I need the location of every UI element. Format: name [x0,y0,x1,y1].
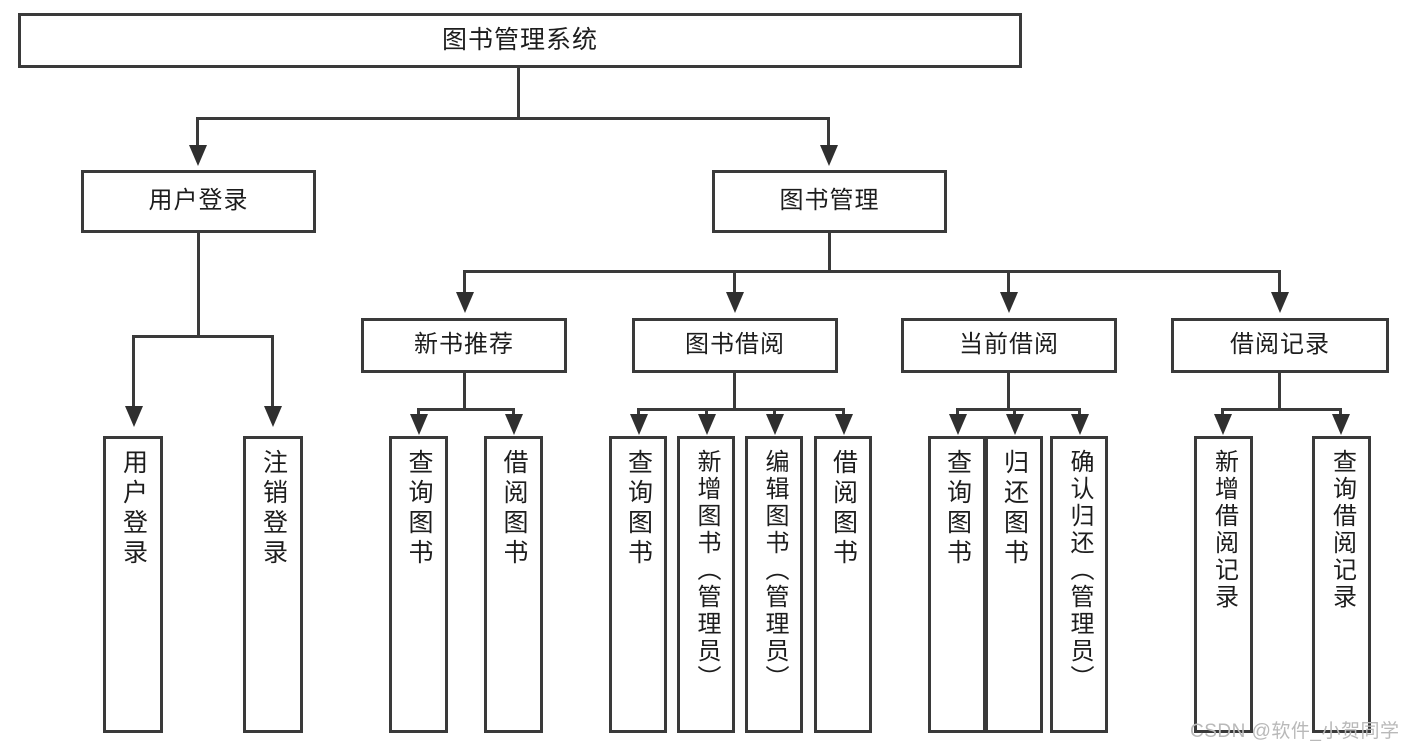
node-current-borrow[interactable]: 当前借阅 [901,318,1117,373]
node-label: 归还图书 [1000,449,1029,569]
node-label: 用户登录 [119,449,148,569]
arrow-to-book-borrow [726,292,744,313]
node-label: 查询图书 [405,449,433,569]
node-leaf-add-book[interactable]: 新增图书（管理员） [677,436,735,733]
arrow-to-borrow-record [1271,292,1289,313]
connector-current-borrow-drop-3 [1078,408,1081,418]
arrow-to-leaf-return-book [1006,414,1024,435]
connector-user-login-stem [197,233,200,335]
arrow-to-leaf-query-record [1332,414,1350,435]
connector-user-login-drop-2 [271,335,274,408]
node-label: 新增图书（管理员） [693,449,720,692]
connector-book-borrow-bus [637,408,845,411]
connector-book-borrow-drop-1 [637,408,640,418]
arrow-to-leaf-query-book-1 [410,414,428,435]
node-leaf-query-record[interactable]: 查询借阅记录 [1312,436,1371,733]
connector-borrow-record-drop-1 [1221,408,1224,418]
node-label: 借阅图书 [500,449,528,569]
connector-book-borrow-stem [733,373,736,408]
connector-borrow-record-bus [1221,408,1342,411]
connector-level3-drop-1 [463,270,466,294]
node-borrow-record[interactable]: 借阅记录 [1171,318,1389,373]
node-label: 注销登录 [259,449,288,569]
arrow-to-leaf-borrow-book-2 [835,414,853,435]
node-label: 查询图书 [943,449,972,569]
connector-new-book-stem [463,373,466,408]
node-leaf-query-book-2[interactable]: 查询图书 [609,436,667,733]
connector-level2-drop-left [196,117,199,147]
connector-level3-drop-3 [1007,270,1010,294]
node-new-book-recommend[interactable]: 新书推荐 [361,318,567,373]
connector-new-book-bus [417,408,515,411]
connector-book-borrow-drop-4 [842,408,845,418]
arrow-to-current-borrow [1000,292,1018,313]
node-book-management[interactable]: 图书管理 [712,170,947,233]
node-label: 新书推荐 [414,331,514,359]
node-leaf-return-book[interactable]: 归还图书 [985,436,1043,733]
node-book-borrow[interactable]: 图书借阅 [632,318,838,373]
node-leaf-borrow-book-2[interactable]: 借阅图书 [814,436,872,733]
arrow-to-leaf-user-login [125,406,143,427]
node-label: 确认归还（管理员） [1066,449,1093,692]
node-label: 编辑图书（管理员） [761,449,788,692]
node-label: 查询借阅记录 [1328,449,1356,611]
node-label: 图书借阅 [685,331,785,359]
connector-level2-bus [196,117,830,120]
node-leaf-logout-login[interactable]: 注销登录 [243,436,303,733]
connector-book-borrow-drop-2 [705,408,708,418]
node-leaf-borrow-book-1[interactable]: 借阅图书 [484,436,543,733]
arrow-to-leaf-borrow-book-1 [505,414,523,435]
node-leaf-edit-book[interactable]: 编辑图书（管理员） [745,436,803,733]
node-label: 查询图书 [624,449,653,569]
arrow-to-book-manage [820,145,838,166]
node-label: 借阅记录 [1230,331,1330,359]
node-label: 新增借阅记录 [1210,449,1238,611]
arrow-to-leaf-add-book [698,414,716,435]
node-leaf-query-book-1[interactable]: 查询图书 [389,436,448,733]
connector-new-book-drop-1 [417,408,420,418]
node-label: 图书管理系统 [441,25,598,54]
connector-book-borrow-drop-3 [773,408,776,418]
connector-borrow-record-stem [1278,373,1281,408]
node-user-login[interactable]: 用户登录 [81,170,316,233]
connector-level3-bus [463,270,1281,273]
connector-new-book-drop-2 [512,408,515,418]
watermark-csdn: CSDN @软件_小贺同学 [1190,721,1400,742]
connector-level3-drop-2 [733,270,736,294]
node-label: 当前借阅 [959,331,1059,359]
arrow-to-leaf-query-book-3 [949,414,967,435]
arrow-to-leaf-logout-login [264,406,282,427]
connector-root-stem [517,68,520,117]
connector-current-borrow-bus [956,408,1081,411]
connector-current-borrow-drop-1 [956,408,959,418]
connector-book-manage-stem [828,233,831,270]
node-leaf-confirm-return[interactable]: 确认归还（管理员） [1050,436,1108,733]
arrow-to-leaf-query-book-2 [630,414,648,435]
arrow-to-user-login [189,145,207,166]
node-label: 借阅图书 [829,449,858,569]
arrow-to-new-book-recommend [456,292,474,313]
arrow-to-leaf-add-record [1214,414,1232,435]
node-label: 图书管理 [779,187,880,215]
connector-user-login-drop-1 [132,335,135,408]
connector-current-borrow-drop-2 [1013,408,1016,418]
node-label: 用户登录 [148,187,249,215]
node-leaf-query-book-3[interactable]: 查询图书 [928,436,986,733]
connector-user-login-bus [132,335,273,338]
connector-level2-drop-right [827,117,830,147]
arrow-to-leaf-confirm-return [1071,414,1089,435]
connector-level3-drop-4 [1278,270,1281,294]
arrow-to-leaf-edit-book [766,414,784,435]
connector-borrow-record-drop-2 [1339,408,1342,418]
node-root-book-management-system[interactable]: 图书管理系统 [18,13,1022,68]
node-leaf-user-login[interactable]: 用户登录 [103,436,163,733]
connector-current-borrow-stem [1007,373,1010,408]
node-leaf-add-record[interactable]: 新增借阅记录 [1194,436,1253,733]
